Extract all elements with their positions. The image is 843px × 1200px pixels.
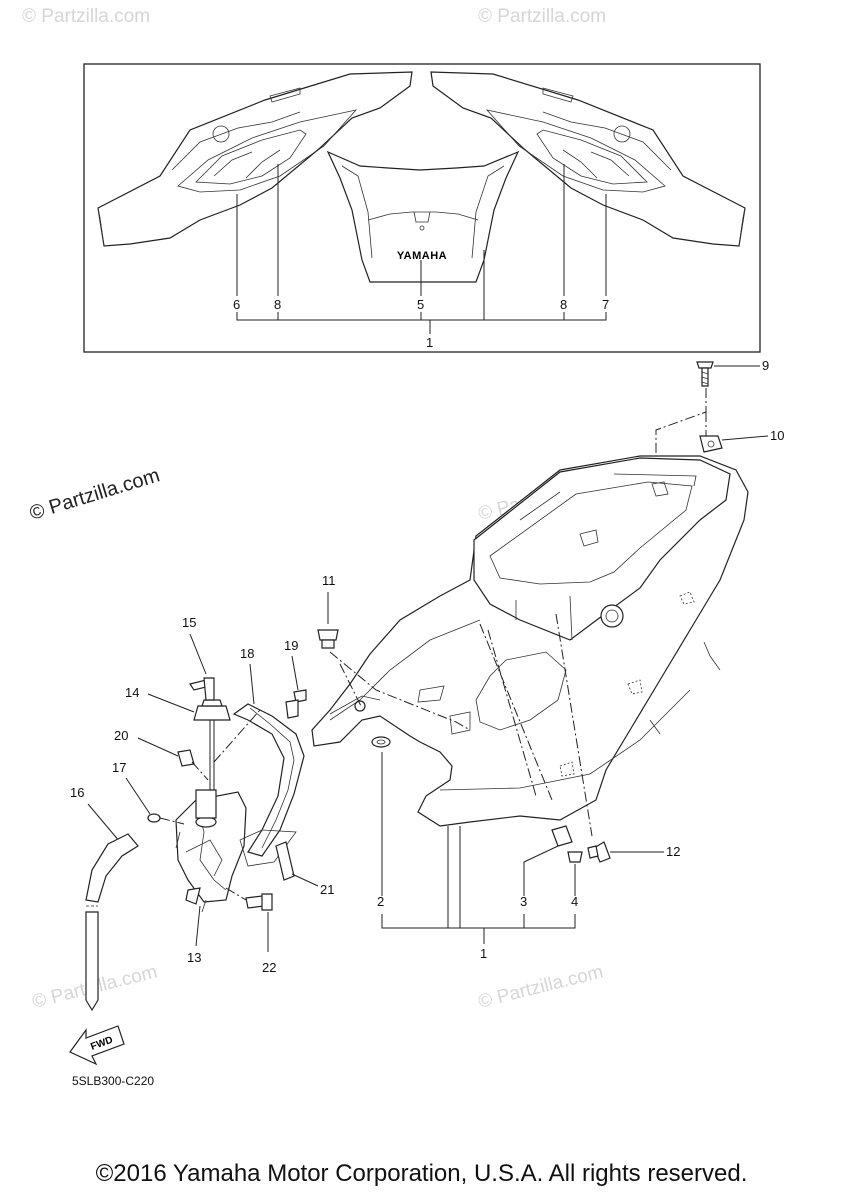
callout-3: 3 — [520, 894, 527, 909]
damper-21: 21 — [275, 841, 334, 897]
side-cover-left — [97, 71, 413, 247]
grommet-2: 2 — [371, 736, 391, 909]
yamaha-decal: YAMAHA — [397, 250, 447, 262]
callout-19: 19 — [284, 638, 298, 653]
callout-8-left: 8 — [274, 297, 281, 312]
callout-10: 10 — [770, 428, 784, 443]
clip-17: 17 — [112, 760, 185, 825]
diagram-code: 5SLB300-C220 — [72, 1074, 154, 1088]
seat-cowl — [311, 455, 749, 827]
grommet-11: 11 — [317, 573, 339, 649]
callout-18: 18 — [240, 646, 254, 661]
callout-22: 22 — [262, 960, 276, 975]
callout-16: 16 — [70, 785, 84, 800]
callout-4: 4 — [571, 894, 578, 909]
inset-frame — [83, 63, 761, 353]
callout-6: 6 — [233, 297, 240, 312]
r6-decal-left — [195, 129, 307, 185]
callout-13: 13 — [187, 950, 201, 965]
decal-inset: YAMAHA 6 8 5 8 7 1 — [83, 63, 761, 353]
bracket-18: 18 — [213, 646, 305, 867]
bolt-19: 19 — [284, 638, 307, 719]
watermark-main: © Partzilla.com — [27, 464, 162, 524]
nut-4: 4 — [567, 851, 583, 909]
callout-8-right: 8 — [560, 297, 567, 312]
callout-14: 14 — [125, 685, 139, 700]
side-cover-right — [430, 71, 746, 247]
callout-17: 17 — [112, 760, 126, 775]
callout-7: 7 — [602, 297, 609, 312]
watermark-top-left: © Partzilla.com — [22, 6, 150, 27]
nut-10: 10 — [699, 428, 784, 453]
callout-1-inset: 1 — [426, 335, 433, 350]
callout-21: 21 — [320, 882, 334, 897]
hose-16: 16 — [70, 785, 139, 1012]
callout-11: 11 — [322, 573, 336, 588]
callout-5: 5 — [417, 297, 424, 312]
tail-cover-center: YAMAHA — [326, 150, 520, 283]
callout-2: 2 — [377, 894, 384, 909]
callout-15: 15 — [182, 615, 196, 630]
hose-15: 15 — [182, 615, 215, 701]
screw-12: 12 — [587, 841, 680, 863]
screw-9: 9 — [696, 358, 769, 387]
watermark-bottom-right: © Partzilla.com — [476, 962, 605, 1013]
callout-9: 9 — [762, 358, 769, 373]
cap-14: 14 — [125, 685, 231, 790]
callout-1-bottom: 1 — [480, 946, 487, 961]
callout-12: 12 — [666, 844, 680, 859]
fwd-arrow-icon: FWD — [69, 1025, 125, 1066]
r6-decal-right — [536, 129, 648, 185]
clamp-20: 20 — [114, 728, 209, 781]
watermark-top-right: © Partzilla.com — [478, 6, 606, 27]
bolt-22: 22 — [225, 887, 276, 975]
bracket-3: 3 — [520, 825, 573, 909]
copyright-footer: ©2016 Yamaha Motor Corporation, U.S.A. A… — [95, 1160, 748, 1187]
breather-tank: 13 — [175, 789, 247, 965]
callout-20: 20 — [114, 728, 128, 743]
